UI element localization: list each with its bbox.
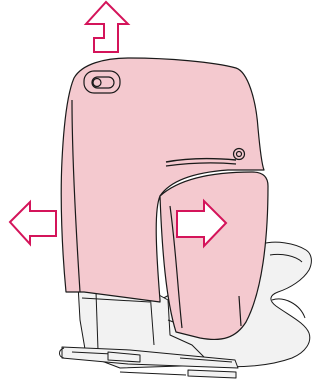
adjust-button [234,149,245,160]
arrow-left-icon [10,202,56,244]
arrow-up-icon [86,2,128,52]
